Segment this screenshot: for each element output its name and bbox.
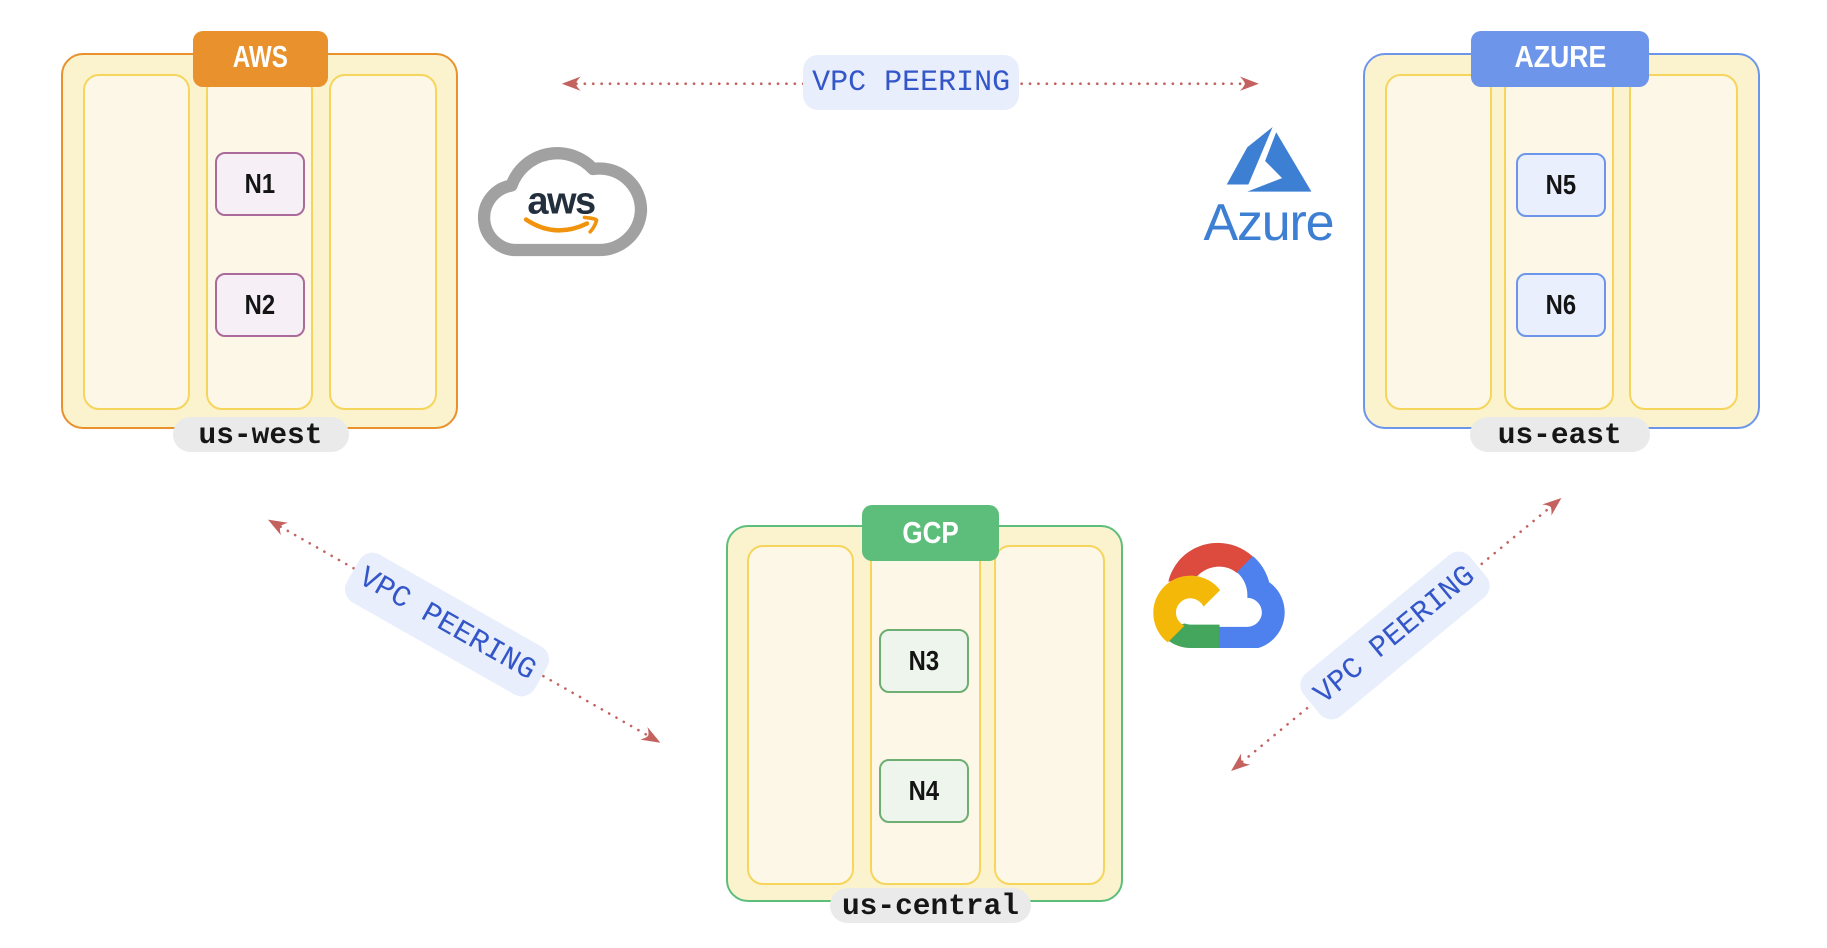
svg-text:Azure: Azure [1204, 194, 1335, 250]
svg-text:aws: aws [527, 181, 595, 223]
